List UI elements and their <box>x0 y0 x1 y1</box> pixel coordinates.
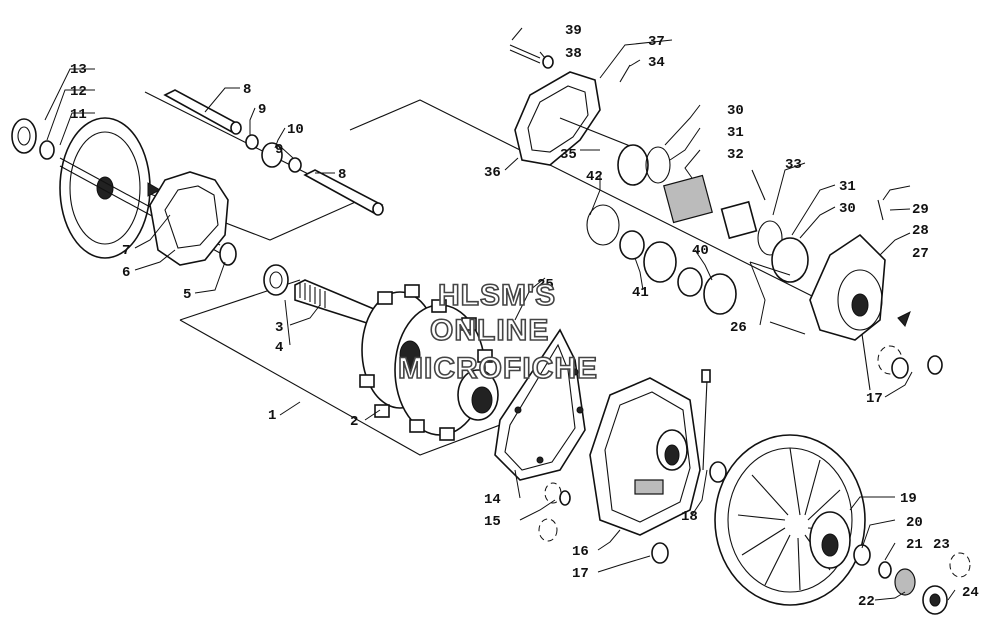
callout-41: 41 <box>632 285 649 301</box>
callout-24: 24 <box>962 585 979 601</box>
callout-1: 1 <box>268 408 276 424</box>
callout-labels: 1 2 3 4 5 6 7 8 9 10 9 8 11 12 13 14 15 … <box>70 23 979 610</box>
callout-11: 11 <box>70 107 87 123</box>
callout-31: 31 <box>727 125 744 141</box>
callout-18: 18 <box>681 509 698 525</box>
lower-fasteners <box>538 482 669 564</box>
callout-29: 29 <box>912 202 929 218</box>
callout-34: 34 <box>648 55 665 71</box>
callout-10: 10 <box>287 122 304 138</box>
callout-27: 27 <box>912 246 929 262</box>
callout-3: 3 <box>275 320 283 336</box>
callout-5: 5 <box>183 287 191 303</box>
callout-2: 2 <box>350 414 358 430</box>
callout-22: 22 <box>858 594 875 610</box>
callout-12: 12 <box>70 84 87 100</box>
callout-17b: 17 <box>866 391 883 407</box>
callout-40: 40 <box>692 243 709 259</box>
brake-assembly <box>509 44 943 379</box>
callout-16: 16 <box>572 544 589 560</box>
callout-28: 28 <box>912 223 929 239</box>
rod-set <box>163 89 384 216</box>
sprocket-shaft <box>263 264 499 441</box>
callout-8b: 8 <box>338 167 346 183</box>
callout-31b: 31 <box>839 179 856 195</box>
watermark-line-1: HLSM'S <box>438 279 556 312</box>
callout-23: 23 <box>933 537 950 553</box>
callout-13: 13 <box>70 62 87 78</box>
callout-36: 36 <box>484 165 501 181</box>
callout-7: 7 <box>122 243 130 259</box>
callout-30b: 30 <box>839 201 856 217</box>
callout-9b: 9 <box>275 142 283 158</box>
callout-4: 4 <box>275 340 283 356</box>
clutch-sheave <box>714 434 971 615</box>
callout-25: 25 <box>537 277 554 293</box>
watermark-line-3: MICROFICHE <box>398 352 598 385</box>
callout-15: 15 <box>484 514 501 530</box>
callout-42: 42 <box>586 169 603 185</box>
callout-26: 26 <box>730 320 747 336</box>
watermark: HLSM'S ONLINE MICROFICHE <box>397 278 598 386</box>
left-hub-assembly <box>11 117 237 266</box>
callout-19: 19 <box>900 491 917 507</box>
spline-threads <box>299 283 326 308</box>
callout-33: 33 <box>785 157 802 173</box>
callout-6: 6 <box>122 265 130 281</box>
callout-20: 20 <box>906 515 923 531</box>
callout-21: 21 <box>906 537 923 553</box>
callout-8: 8 <box>243 82 251 98</box>
callout-38: 38 <box>565 46 582 62</box>
callout-37: 37 <box>648 34 665 50</box>
leader-lines <box>44 27 956 601</box>
callout-39: 39 <box>565 23 582 39</box>
callout-9: 9 <box>258 102 266 118</box>
callout-30: 30 <box>727 103 744 119</box>
callout-14: 14 <box>484 492 501 508</box>
callout-32: 32 <box>727 147 744 163</box>
callout-17: 17 <box>572 566 589 582</box>
watermark-line-2: ONLINE <box>430 314 549 347</box>
chaincase-housing <box>589 369 727 536</box>
gasket <box>494 328 586 481</box>
sprocket-teeth <box>359 284 493 441</box>
callout-35: 35 <box>560 147 577 163</box>
